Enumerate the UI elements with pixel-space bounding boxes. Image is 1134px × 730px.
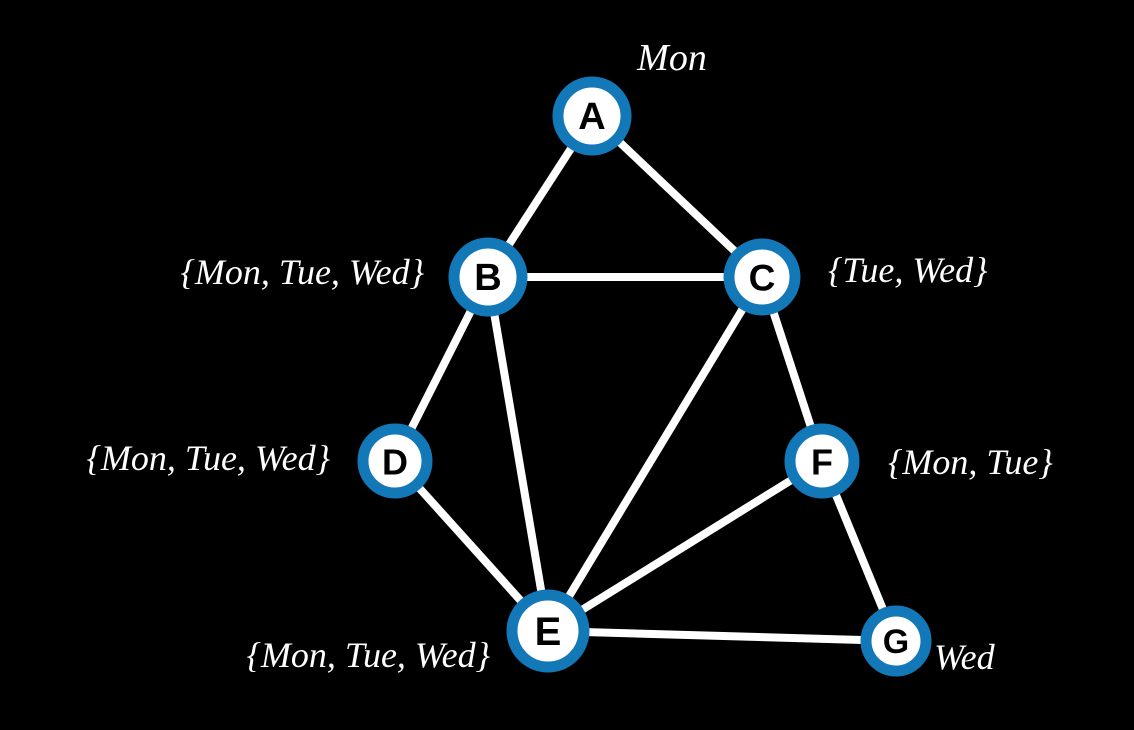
domain-label-c: {Tue, Wed}: [828, 250, 988, 290]
node-letter-e: E: [535, 610, 562, 654]
domain-label-e: {Mon, Tue, Wed}: [247, 635, 491, 675]
node-circle-b: [448, 237, 528, 317]
edges-layer: [407, 138, 887, 645]
node-circle-f: [784, 423, 860, 499]
node-circle-c: [723, 238, 801, 316]
edge-d-e: [415, 484, 525, 604]
edge-c-e: [565, 306, 747, 599]
node-circle-e: [506, 589, 590, 673]
node-g[interactable]: G: [860, 605, 932, 677]
edge-a-b: [504, 145, 576, 248]
edge-c-f: [769, 310, 815, 429]
node-letter-g: G: [883, 623, 909, 661]
edge-f-g: [831, 492, 887, 612]
edge-b-e: [490, 313, 546, 593]
node-b[interactable]: B: [448, 237, 528, 317]
node-c[interactable]: C: [723, 238, 801, 316]
node-d[interactable]: D: [357, 423, 433, 499]
node-letter-c: C: [749, 258, 776, 299]
edge-a-c: [616, 138, 739, 255]
nodes-layer: A B C D E F G: [357, 76, 932, 677]
node-circle-a: [552, 76, 632, 156]
edge-e-g: [587, 628, 863, 645]
domain-label-d: {Mon, Tue, Wed}: [87, 438, 331, 478]
node-circle-g: [860, 605, 932, 677]
domain-label-b: {Mon, Tue, Wed}: [181, 252, 425, 292]
node-letter-a: A: [578, 96, 605, 138]
domain-label-f: {Mon, Tue}: [888, 442, 1053, 482]
node-e[interactable]: E: [506, 589, 590, 673]
edge-b-d: [407, 308, 475, 432]
node-a[interactable]: A: [552, 76, 632, 156]
domain-label-a: Mon: [636, 37, 707, 79]
node-letter-d: D: [382, 442, 408, 483]
node-circle-d: [357, 423, 433, 499]
node-f[interactable]: F: [784, 423, 860, 499]
domain-label-g: Wed: [934, 637, 996, 677]
labels-layer: Mon {Mon, Tue, Wed} {Tue, Wed} {Mon, Tue, W…: [87, 37, 1054, 677]
edge-e-f: [579, 476, 794, 614]
node-letter-b: B: [474, 257, 501, 299]
node-letter-f: F: [811, 442, 833, 483]
